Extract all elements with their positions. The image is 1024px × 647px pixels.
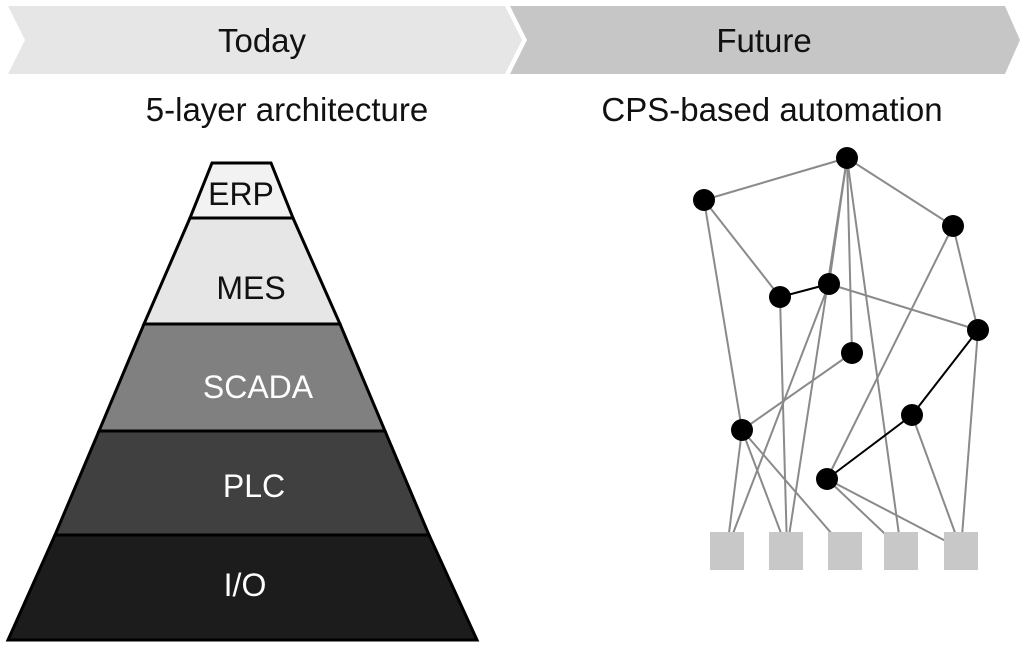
field-device bbox=[769, 532, 803, 570]
network-link bbox=[779, 296, 788, 550]
layer-label-scada: SCADA bbox=[203, 369, 314, 405]
network-link bbox=[826, 478, 962, 550]
today-label: Today bbox=[218, 22, 307, 59]
layer-label-plc: PLC bbox=[223, 468, 285, 504]
network-link bbox=[828, 283, 979, 331]
network-node bbox=[942, 215, 964, 237]
future-label: Future bbox=[716, 22, 811, 59]
left-subtitle: 5-layer architecture bbox=[146, 91, 428, 128]
future-chevron bbox=[510, 6, 1020, 74]
network-link bbox=[726, 283, 830, 550]
network-link bbox=[846, 157, 853, 354]
pyramid-layer-io bbox=[5, 533, 480, 642]
field-device bbox=[884, 532, 918, 570]
network-link bbox=[846, 157, 902, 550]
network-link bbox=[726, 429, 743, 550]
field-device bbox=[828, 532, 862, 570]
network-node bbox=[731, 419, 753, 441]
network-link bbox=[911, 414, 962, 550]
network-node bbox=[818, 273, 840, 295]
network-link bbox=[826, 414, 913, 480]
network-node bbox=[816, 468, 838, 490]
network-link bbox=[741, 429, 788, 550]
network-node bbox=[693, 189, 715, 211]
network-link bbox=[703, 199, 743, 431]
network-link bbox=[960, 329, 979, 550]
network-link bbox=[786, 157, 848, 550]
field-device bbox=[944, 532, 978, 570]
layer-label-io: I/O bbox=[224, 567, 267, 603]
pyramid: ERP MES SCADA PLC I/O bbox=[5, 161, 480, 642]
right-subtitle: CPS-based automation bbox=[601, 91, 942, 128]
network-link bbox=[741, 352, 853, 431]
network-node bbox=[841, 342, 863, 364]
network-node bbox=[836, 147, 858, 169]
network-node bbox=[967, 319, 989, 341]
network-link bbox=[741, 429, 846, 550]
layer-label-erp: ERP bbox=[208, 176, 274, 212]
network-link bbox=[952, 225, 979, 331]
network-link bbox=[826, 225, 954, 480]
network-link bbox=[703, 199, 781, 298]
network-link bbox=[703, 157, 848, 201]
network-node bbox=[769, 286, 791, 308]
header-banner: Today Future bbox=[8, 6, 1020, 74]
today-chevron bbox=[8, 6, 522, 74]
cps-network bbox=[693, 147, 989, 570]
network-node bbox=[901, 404, 923, 426]
layer-label-mes: MES bbox=[216, 270, 285, 306]
network-link bbox=[911, 329, 979, 416]
network-link bbox=[846, 157, 954, 227]
field-device bbox=[710, 532, 744, 570]
